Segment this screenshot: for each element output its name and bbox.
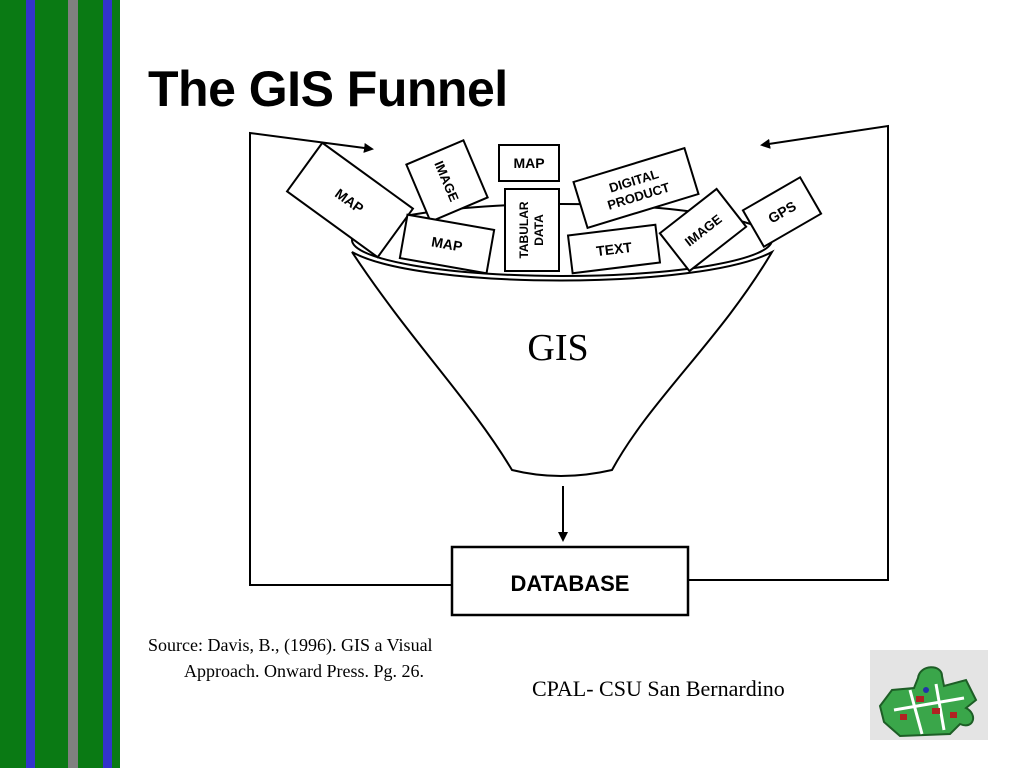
input-map-2-label: MAP [430, 233, 463, 254]
input-map-3: MAP [498, 144, 560, 182]
side-stripes [0, 0, 120, 768]
input-text-label: TEXT [595, 239, 633, 259]
input-gps: GPS [741, 175, 823, 249]
stripe-green [35, 0, 68, 768]
stripe-blue [26, 0, 35, 768]
input-text: TEXT [566, 223, 662, 275]
footer-org: CPAL- CSU San Bernardino [532, 676, 785, 701]
feedback-arrow-left [249, 131, 452, 586]
source-citation: Source: Davis, B., (1996). GIS a Visual … [148, 632, 548, 684]
database-box [450, 545, 690, 617]
source-line-1: Source: Davis, B., (1996). GIS a Visual [148, 635, 433, 655]
puzzle-map-logo-icon [870, 650, 988, 740]
feedback-arrow-right [688, 124, 889, 581]
database-label: DATABASE [511, 571, 630, 596]
stripe-gray [68, 0, 78, 768]
stripe-blue [103, 0, 112, 768]
input-map-2: MAP [398, 213, 496, 275]
stripe-green [78, 0, 103, 768]
slide-title: The GIS Funnel [148, 61, 508, 117]
input-map-1: MAP [285, 141, 415, 259]
funnel [351, 249, 775, 477]
input-tabular-label-1: TABULAR [517, 201, 531, 258]
input-image-1: IMAGE [405, 139, 489, 223]
source-line-2: Approach. Onward Press. Pg. 26. [184, 661, 424, 681]
stripe-green [112, 0, 120, 768]
input-tabular-data: TABULAR DATA [504, 188, 560, 272]
input-image-2: IMAGE [658, 187, 748, 273]
funnel-label: GIS [527, 327, 588, 369]
input-map-3-label: MAP [513, 155, 544, 171]
input-tabular-label-2: DATA [532, 214, 546, 246]
stripe-green [0, 0, 26, 768]
